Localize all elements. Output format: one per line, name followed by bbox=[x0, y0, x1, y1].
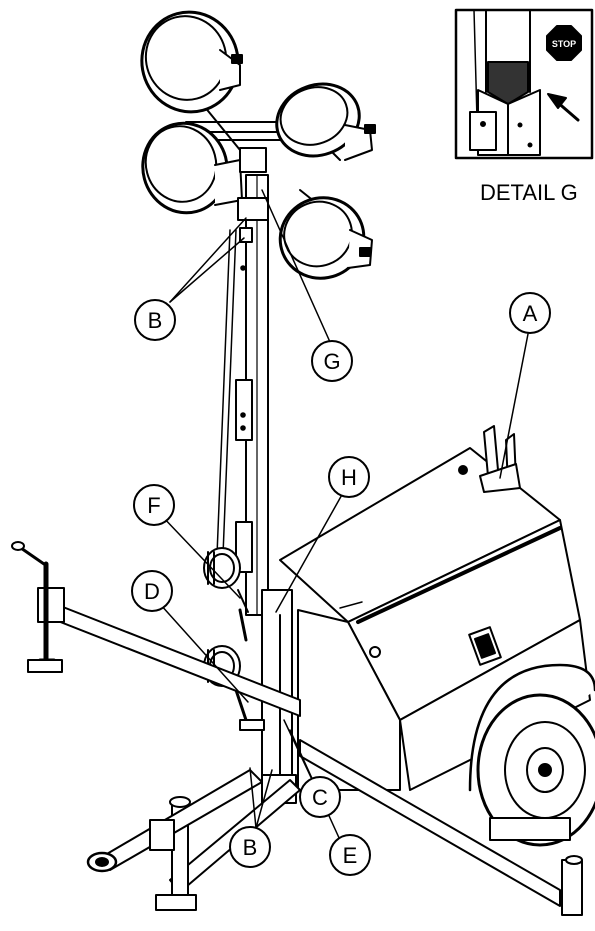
svg-text:C: C bbox=[312, 785, 328, 810]
callout-e: E bbox=[329, 834, 371, 876]
lifting-bail bbox=[479, 425, 521, 493]
callout-c: C bbox=[299, 776, 341, 818]
svg-text:A: A bbox=[523, 301, 538, 326]
stop-sign-text: STOP bbox=[552, 39, 576, 49]
callout-d: D bbox=[131, 570, 173, 612]
svg-text:E: E bbox=[343, 843, 358, 868]
svg-text:B: B bbox=[148, 308, 163, 333]
floodlight-lower-right bbox=[278, 196, 373, 280]
callout-b-lower: B bbox=[229, 826, 271, 868]
svg-text:B: B bbox=[243, 835, 258, 860]
callout-a: A bbox=[509, 292, 551, 334]
outrigger-right bbox=[299, 739, 583, 916]
upper-winch bbox=[203, 547, 249, 642]
detail-mast bbox=[469, 9, 541, 156]
arrow-icon bbox=[547, 93, 580, 122]
stop-sign-icon: STOP bbox=[546, 25, 582, 61]
detail-g-title: DETAIL G bbox=[480, 180, 578, 205]
detail-g-frame bbox=[454, 8, 594, 160]
svg-text:D: D bbox=[144, 579, 160, 604]
svg-text:H: H bbox=[341, 465, 357, 490]
callout-f: F bbox=[133, 484, 175, 526]
wheel-assembly bbox=[468, 663, 595, 847]
floodlight-top-left bbox=[140, 10, 243, 114]
floodlight-assembly bbox=[140, 10, 376, 280]
floodlight-lower-left bbox=[141, 121, 243, 215]
trailer-tongue-hitch bbox=[86, 769, 263, 873]
callout-h: H bbox=[328, 456, 370, 498]
callout-b-upper: B bbox=[134, 299, 176, 341]
svg-text:F: F bbox=[147, 493, 160, 518]
detail-g-inset: STOP bbox=[454, 8, 594, 160]
floodlight-top-right bbox=[275, 82, 376, 161]
svg-text:G: G bbox=[323, 349, 340, 374]
callout-g: G bbox=[311, 340, 353, 382]
